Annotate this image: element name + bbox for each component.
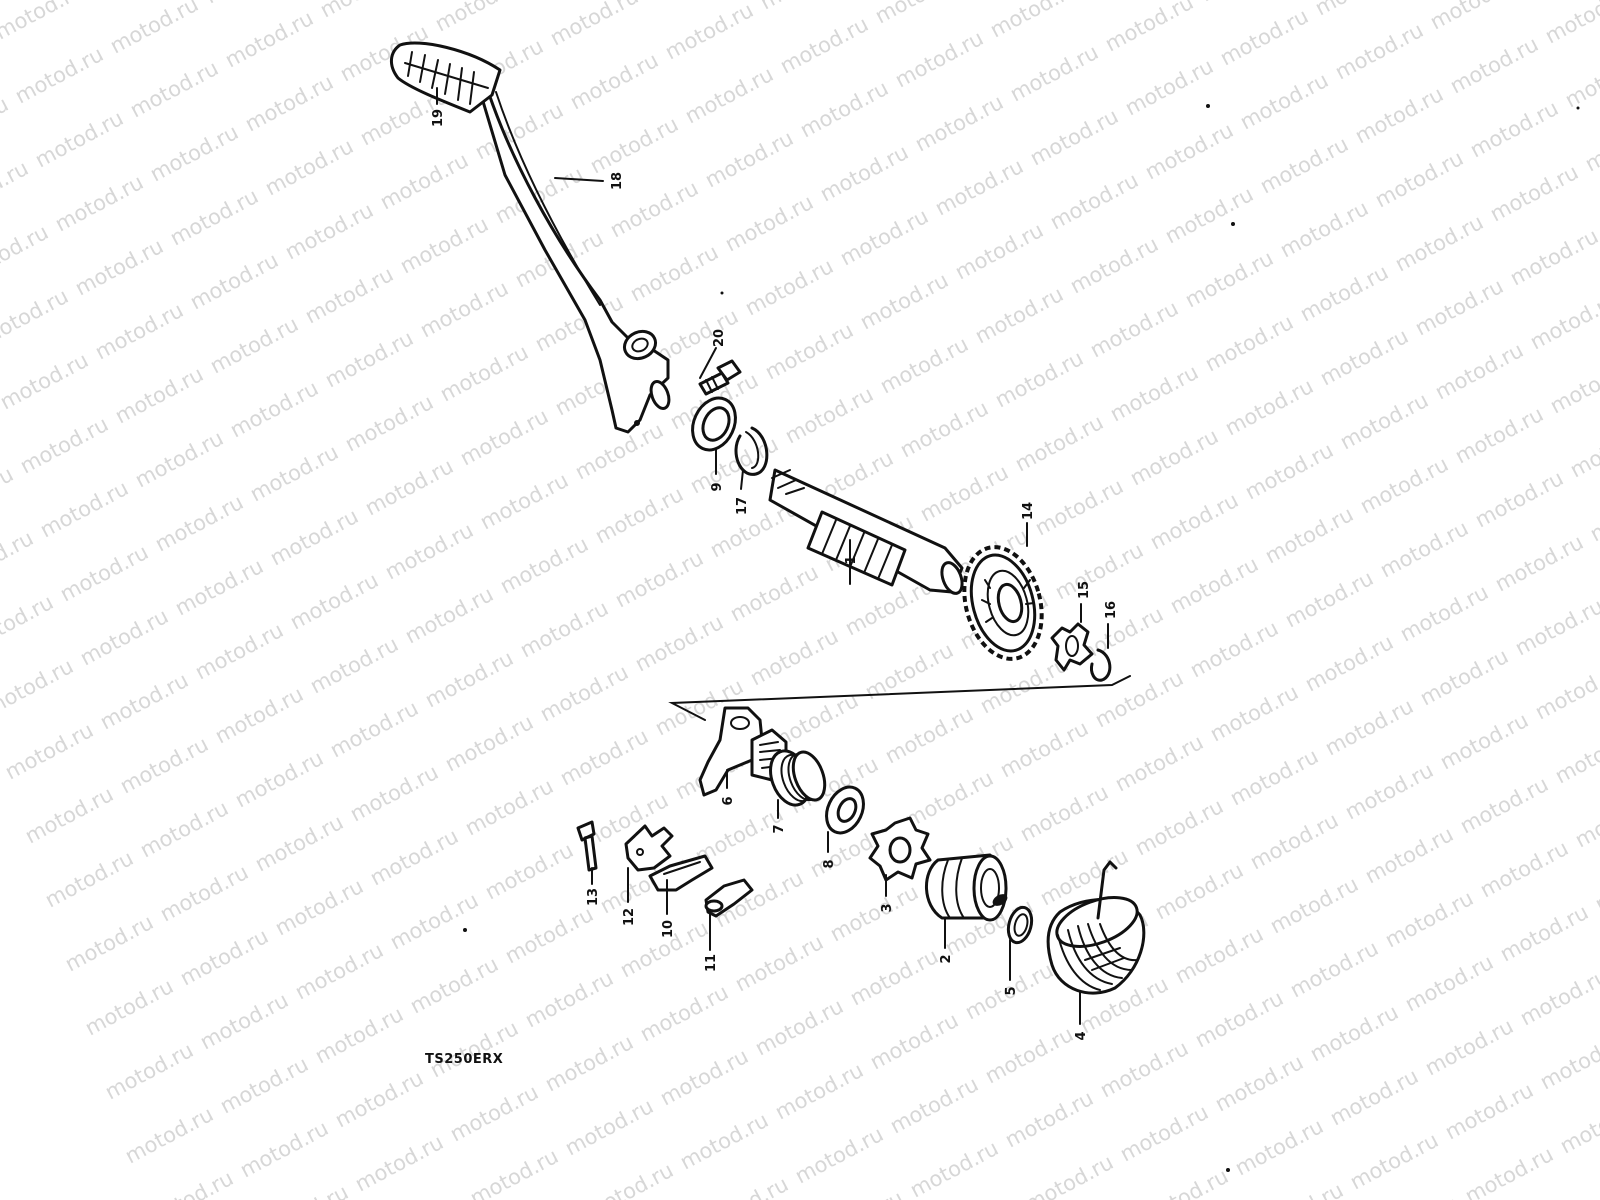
model-code-label: TS250ERX [425,1052,503,1067]
callout-15: 15 [1077,581,1092,599]
callout-2: 2 [939,954,954,963]
callout-20: 20 [712,329,727,347]
stopper-plate-12 [624,824,674,872]
oil-seal [691,396,737,452]
callout-17: 17 [735,497,750,515]
stopper-plate-10 [648,854,714,892]
ring-5 [1006,905,1034,945]
assembly-guide-lines [668,675,1131,721]
callout-8: 8 [822,859,837,868]
callout-13: 13 [586,888,601,906]
spring-guide [925,853,1008,922]
lever-bolt [698,359,742,396]
circlip-16 [1090,648,1112,682]
leader-lines [436,87,1109,1025]
scan-specks [463,104,1580,1172]
stopper-plate-11 [704,878,754,918]
kick-starter-drive-gear [962,545,1044,661]
circlip-17 [734,426,769,476]
callout-18: 18 [610,172,625,190]
callout-19: 19 [431,109,446,127]
callout-7: 7 [772,824,787,833]
callout-14: 14 [1021,502,1036,520]
callout-12: 12 [622,908,637,926]
callout-5: 5 [1004,986,1019,995]
callout-16: 16 [1104,601,1119,619]
kick-lever [480,80,671,434]
callout-4: 4 [1074,1031,1089,1040]
callout-10: 10 [661,920,676,938]
star-washer [868,816,932,882]
callout-numbers: 19 18 20 9 17 1 14 15 16 6 7 8 3 13 12 1… [431,109,1119,1041]
kick-lever-grip [390,41,502,114]
kick-starter-shaft [768,468,964,595]
return-spring [1046,860,1146,995]
plate-bolt [576,820,598,872]
washer-8 [825,785,865,835]
callout-11: 11 [704,954,719,972]
callout-9: 9 [710,482,725,491]
callout-3: 3 [880,903,895,912]
callout-6: 6 [721,796,736,805]
kick-starter-spring [769,749,827,807]
thrust-washer [1050,622,1094,672]
callout-1: 1 [844,555,859,564]
